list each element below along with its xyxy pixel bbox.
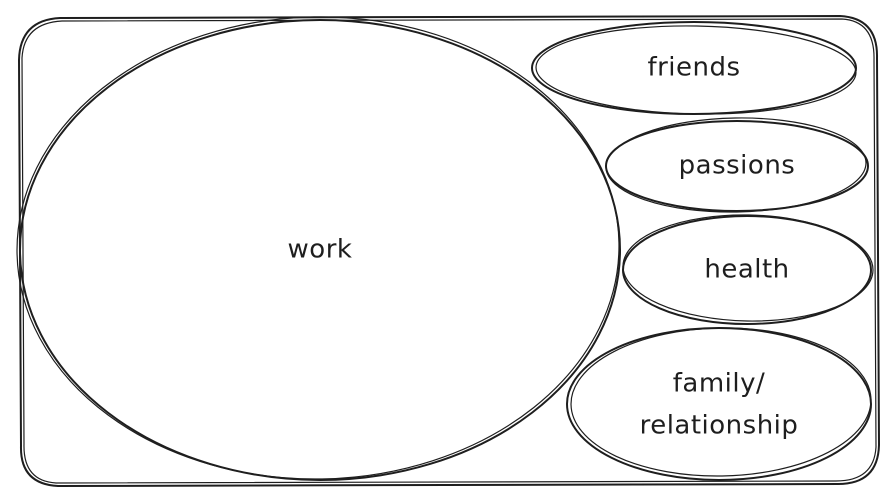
health-area: health: [622, 214, 874, 325]
passions-label: passions: [679, 151, 796, 181]
work-label: work: [288, 235, 353, 265]
passions-area: passions: [605, 117, 869, 213]
container-frame: [18, 15, 880, 487]
friends-area: friends: [531, 21, 857, 115]
friends-label: friends: [647, 53, 740, 83]
work-area: work: [16, 16, 621, 481]
relationship-label: relationship: [640, 411, 799, 441]
family-label: family/: [673, 369, 766, 399]
family-relationship-area: family/ relationship: [566, 327, 872, 481]
health-label: health: [704, 255, 789, 285]
